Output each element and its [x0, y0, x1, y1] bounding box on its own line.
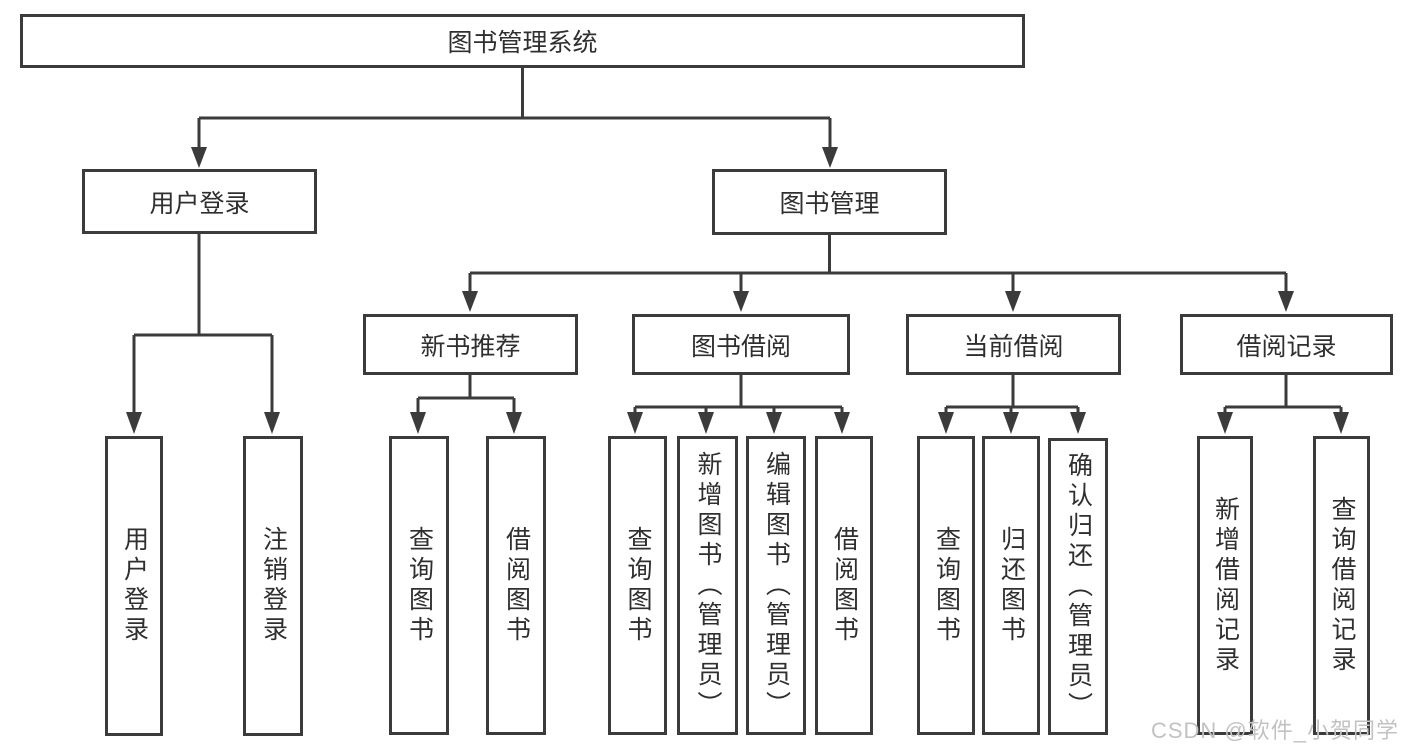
- node-label: 查询图书: [405, 525, 434, 646]
- connector-borrow-records-to-leaves: [1217, 375, 1349, 434]
- node-book-borrow: 图书借阅: [632, 314, 850, 375]
- leaf-nb-query-books: 查询图书: [389, 436, 449, 735]
- node-label: 编辑图书（管理员）: [762, 450, 791, 721]
- leaf-cb-confirm-return-admin: 确认归还（管理员）: [1048, 438, 1108, 735]
- connector-current-borrow-to-leaves: [938, 375, 1086, 434]
- leaf-cb-return-books: 归还图书: [982, 436, 1040, 735]
- node-label: 新增借阅记录: [1211, 495, 1240, 676]
- node-user-login: 用户登录: [82, 169, 317, 234]
- leaf-bb-query-books: 查询图书: [608, 436, 667, 735]
- node-label: 新书推荐: [420, 332, 521, 361]
- connector-book-borrow-to-leaves: [627, 375, 850, 434]
- connector-user-login-to-leaves: [126, 233, 280, 434]
- node-new-book-recommend: 新书推荐: [363, 314, 578, 375]
- leaf-bb-add-books-admin: 新增图书（管理员）: [677, 436, 738, 735]
- leaf-nb-borrow-books: 借阅图书: [486, 436, 546, 735]
- node-root-system: 图书管理系统: [20, 14, 1025, 68]
- node-label: 图书借阅: [690, 332, 791, 361]
- node-label: 借阅图书: [830, 525, 859, 646]
- node-label: 新增图书（管理员）: [694, 450, 722, 721]
- node-label: 图书管理: [779, 190, 880, 218]
- leaf-user-login: 用户登录: [105, 436, 163, 736]
- node-label: 查询图书: [624, 525, 652, 646]
- csdn-watermark: CSDN @软件_小贺同学: [1150, 718, 1399, 743]
- node-label: 借阅记录: [1236, 332, 1337, 361]
- node-label: 注销登录: [259, 526, 288, 646]
- node-label: 图书管理系统: [447, 29, 598, 57]
- leaf-br-add-record: 新增借阅记录: [1197, 436, 1253, 735]
- connector-root-to-level2: [191, 68, 838, 168]
- node-label: 用户登录: [149, 189, 250, 218]
- node-borrow-records: 借阅记录: [1180, 314, 1393, 375]
- connector-book-management-to-level3: [462, 235, 1294, 312]
- node-label: 借阅图书: [502, 525, 531, 646]
- node-label: 当前借阅: [963, 332, 1064, 361]
- node-label: 用户登录: [120, 526, 149, 646]
- node-label: 查询图书: [932, 525, 961, 646]
- node-current-borrow: 当前借阅: [906, 314, 1121, 375]
- node-label: 查询借阅记录: [1328, 495, 1356, 676]
- leaf-logout: 注销登录: [243, 436, 303, 736]
- leaf-cb-query-books: 查询图书: [917, 436, 975, 735]
- leaf-bb-borrow-books: 借阅图书: [815, 436, 873, 735]
- leaf-bb-edit-books-admin: 编辑图书（管理员）: [746, 436, 806, 735]
- node-book-management: 图书管理: [712, 169, 947, 235]
- node-label: 归还图书: [997, 525, 1026, 646]
- connector-new-book-recommend-to-leaves: [410, 375, 522, 434]
- leaf-br-query-record: 查询借阅记录: [1313, 436, 1370, 735]
- node-label: 确认归还（管理员）: [1064, 451, 1093, 722]
